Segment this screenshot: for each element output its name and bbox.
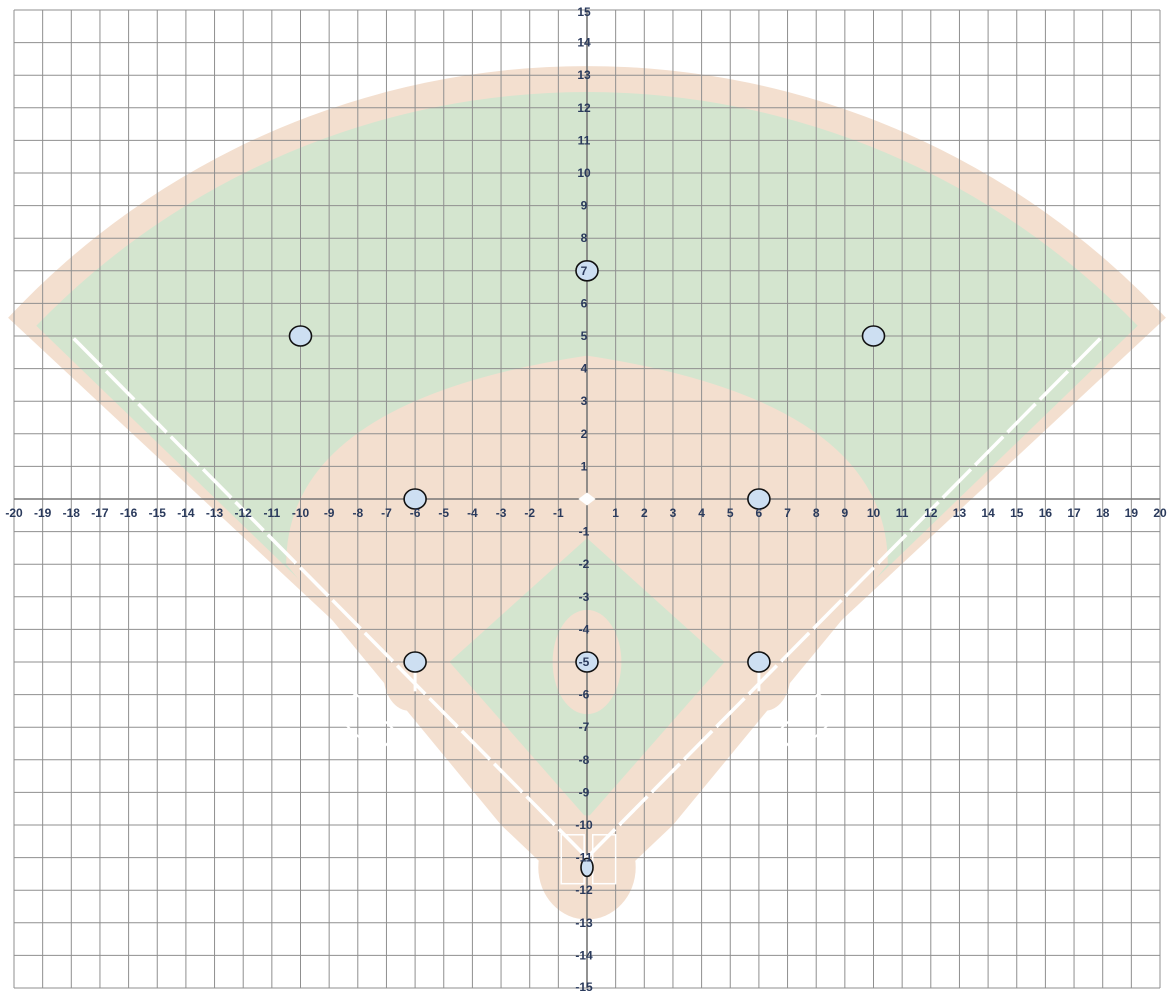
- x-tick-label: -19: [34, 506, 52, 520]
- first-baseman-marker: [748, 652, 770, 672]
- y-tick-label: 10: [577, 166, 591, 180]
- x-tick-label: -8: [352, 506, 363, 520]
- x-tick-label: -13: [206, 506, 224, 520]
- y-tick-label: 12: [577, 101, 591, 115]
- third-baseman-marker: [404, 652, 426, 672]
- y-tick-label: 4: [581, 362, 588, 376]
- x-tick-label: -2: [524, 506, 535, 520]
- x-tick-label: 4: [698, 506, 705, 520]
- y-tick-label: 3: [581, 394, 588, 408]
- y-tick-label: 6: [581, 296, 588, 310]
- y-tick-label: -12: [575, 883, 593, 897]
- x-tick-label: 3: [670, 506, 677, 520]
- x-tick-label: -14: [177, 506, 195, 520]
- x-tick-label: -4: [467, 506, 478, 520]
- y-tick-label: 13: [577, 68, 591, 82]
- x-tick-label: 16: [1039, 506, 1053, 520]
- third-base-cutout: [384, 639, 436, 711]
- x-tick-label: 17: [1067, 506, 1081, 520]
- y-tick-label: 7: [581, 264, 588, 278]
- y-tick-label: -9: [579, 785, 590, 799]
- y-tick-label: 11: [578, 133, 591, 147]
- x-tick-label: -18: [63, 506, 81, 520]
- y-tick-label: -6: [579, 688, 590, 702]
- x-tick-label: 20: [1153, 506, 1167, 520]
- x-tick-label: -16: [120, 506, 138, 520]
- x-tick-label: -3: [496, 506, 507, 520]
- x-tick-label: 14: [981, 506, 995, 520]
- x-tick-label: 1: [612, 506, 619, 520]
- x-tick-label: -20: [5, 506, 23, 520]
- x-tick-label: 2: [641, 506, 648, 520]
- x-tick-label: 12: [924, 506, 938, 520]
- x-tick-label: 7: [784, 506, 791, 520]
- x-tick-label: 9: [842, 506, 849, 520]
- x-tick-label: -11: [264, 506, 281, 520]
- x-tick-label: 6: [756, 506, 763, 520]
- x-tick-label: -12: [235, 506, 253, 520]
- y-tick-label: -13: [575, 916, 593, 930]
- first-base-cutout: [739, 639, 791, 711]
- y-tick-label: -4: [579, 622, 590, 636]
- left-fielder-marker: [290, 326, 312, 346]
- y-tick-label: -8: [579, 753, 590, 767]
- y-tick-label: -10: [575, 818, 593, 832]
- x-tick-label: 18: [1096, 506, 1110, 520]
- x-tick-label: 19: [1125, 506, 1139, 520]
- y-tick-label: 15: [577, 5, 591, 19]
- first-base-coach-box: [777, 694, 839, 755]
- x-tick-label: 13: [953, 506, 967, 520]
- x-tick-label: 15: [1010, 506, 1024, 520]
- y-tick-label: 8: [581, 231, 588, 245]
- y-tick-label: 1: [581, 459, 588, 473]
- y-tick-label: -11: [576, 851, 593, 865]
- x-tick-label: 10: [867, 506, 881, 520]
- third-base-coach-box: [335, 694, 397, 755]
- x-tick-label: 11: [896, 506, 909, 520]
- y-tick-label: -1: [579, 525, 590, 539]
- x-tick-label: -10: [292, 506, 310, 520]
- x-tick-label: -6: [410, 506, 421, 520]
- x-tick-label: 8: [813, 506, 820, 520]
- y-tick-label: 9: [581, 199, 588, 213]
- x-tick-label: -5: [438, 506, 449, 520]
- y-tick-label: 14: [577, 36, 591, 50]
- y-tick-label: -2: [579, 557, 590, 571]
- x-tick-label: 5: [727, 506, 734, 520]
- x-tick-label: -17: [91, 506, 109, 520]
- x-tick-label: -7: [381, 506, 392, 520]
- y-tick-label: 2: [581, 427, 588, 441]
- y-tick-label: -7: [579, 720, 590, 734]
- x-tick-label: -15: [149, 506, 167, 520]
- y-tick-label: 5: [581, 329, 588, 343]
- right-fielder-marker: [863, 326, 885, 346]
- x-tick-label: -9: [324, 506, 335, 520]
- y-tick-label: -5: [579, 655, 590, 669]
- y-tick-label: -14: [575, 948, 593, 962]
- y-tick-label: -15: [575, 980, 593, 994]
- x-tick-label: -1: [553, 506, 564, 520]
- y-tick-label: -3: [579, 590, 590, 604]
